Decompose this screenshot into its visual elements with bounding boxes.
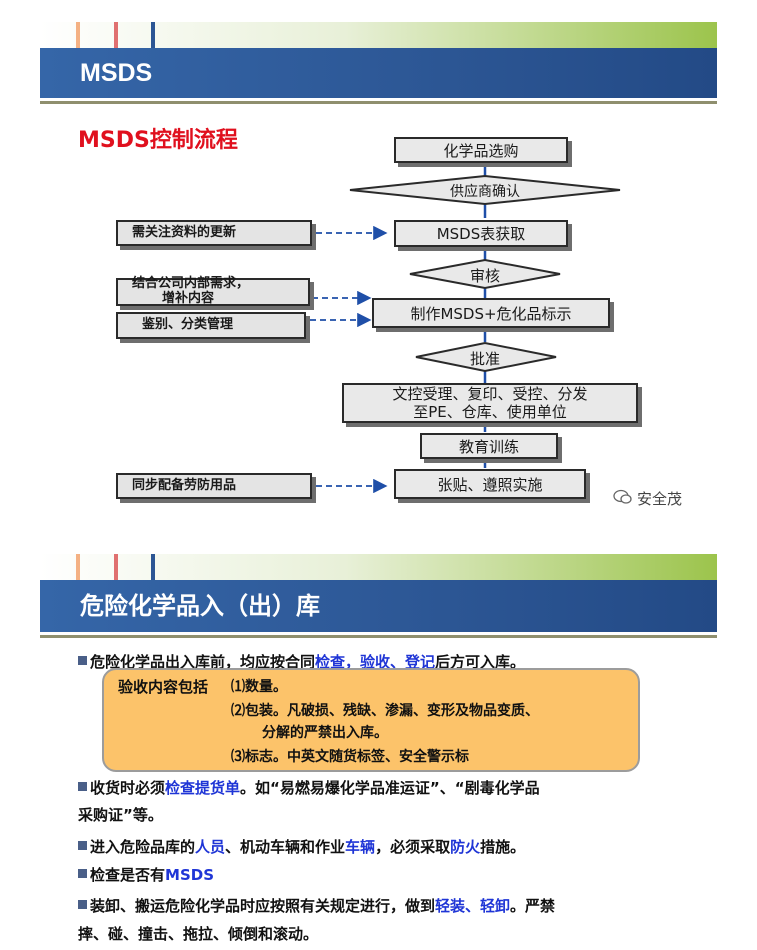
- watermark-text: 安全茂: [637, 490, 683, 508]
- bullet-square-icon: [78, 900, 87, 909]
- banner-underline: [40, 635, 717, 638]
- text: 检查是否有: [90, 866, 166, 884]
- side-note-text: 结合公司内部需求，: [132, 276, 250, 292]
- bullet-square-icon: [78, 656, 87, 665]
- flow-connectors: [310, 163, 621, 494]
- text: 。如“易燃易爆化学品准运证”、“剧毒化学品: [240, 779, 540, 797]
- section-title: MSDS控制流程: [78, 128, 238, 153]
- text: ，必须采取: [375, 838, 451, 856]
- flow-step-post-implement: 张贴、遵照实施: [394, 469, 586, 499]
- flow-step-document-control: 文控受理、复印、受控、分发 至PE、仓库、使用单位: [342, 383, 638, 423]
- decision-diamond: [415, 341, 557, 373]
- text: 后方可入库。: [435, 653, 526, 671]
- side-note-ppe: 同步配备劳防用品: [116, 473, 312, 499]
- title-banner: MSDS: [40, 48, 717, 98]
- title-banner: 危险化学品入（出）库: [40, 580, 717, 632]
- bullet-handling-cont: 摔、碰、撞击、拖拉、倾倒和滚动。: [78, 925, 319, 943]
- header-tick: [76, 554, 80, 580]
- text: 。严禁: [510, 897, 556, 915]
- side-note-internal-needs: 结合公司内部需求， 增补内容: [116, 276, 310, 306]
- highlight: 防火: [450, 838, 481, 856]
- header-tick: [114, 554, 118, 580]
- bullet-delivery-note: 收货时必须检查提货单。如“易燃易爆化学品准运证”、“剧毒化学品: [78, 776, 540, 800]
- highlight: 检查，验收、登记: [315, 653, 436, 671]
- text: 、机动车辆和作业: [225, 838, 346, 856]
- bullet-square-icon: [78, 869, 87, 878]
- flow-step-make-msds: 制作MSDS+危化品标示: [372, 298, 610, 328]
- highlight: MSDS: [165, 866, 214, 884]
- bullet-handling: 装卸、搬运危险化学品时应按照有关规定进行，做到轻装、轻卸。严禁: [78, 894, 555, 918]
- highlight: 轻装、轻卸: [435, 897, 511, 915]
- decision-diamond: [409, 258, 561, 290]
- inspection-label: 验收内容包括: [118, 678, 209, 696]
- wechat-icon: [613, 489, 633, 509]
- highlight: 检查提货单: [165, 779, 241, 797]
- slide-warehouse: 危险化学品入（出）库: [0, 540, 757, 950]
- flow-step-purchase: 化学品选购: [394, 137, 568, 163]
- text: 危险化学品出入库前，均应按合同: [90, 653, 316, 671]
- text: 进入危险品库的: [90, 838, 196, 856]
- text: 收货时必须: [90, 779, 166, 797]
- header-tick: [76, 22, 80, 48]
- side-note-text: 增补内容: [162, 291, 215, 306]
- inspection-item-quantity: ⑴数量。: [231, 679, 287, 695]
- bullet-check-msds: 检查是否有MSDS: [78, 863, 214, 887]
- header-tick: [114, 22, 118, 48]
- bullet-delivery-note-cont: 采购证”等。: [78, 806, 163, 824]
- text: 措施。: [480, 838, 526, 856]
- watermark: 安全茂: [613, 488, 682, 509]
- bullet-fire-prevention: 进入危险品库的人员、机动车辆和作业车辆，必须采取防火措施。: [78, 835, 525, 859]
- inspection-item-packaging: ⑵包装。凡破损、残缺、渗漏、变形及物品变质、: [231, 703, 539, 719]
- slide-title: MSDS: [80, 59, 153, 87]
- side-note-classification: 鉴别、分类管理: [116, 312, 306, 339]
- highlight: 人员: [195, 838, 226, 856]
- inspection-content-box: [102, 668, 640, 772]
- bullet-inbound-check: 危险化学品出入库前，均应按合同检查，验收、登记后方可入库。: [78, 650, 525, 674]
- bullet-square-icon: [78, 841, 87, 850]
- decision-diamond: [349, 174, 621, 206]
- header-accent-bar: [40, 554, 717, 580]
- slide-title: 危险化学品入（出）库: [80, 592, 320, 620]
- side-note-updates: 需关注资料的更新: [116, 220, 312, 246]
- flow-step-review: 审核: [469, 267, 500, 285]
- flow-step-text: 至PE、仓库、使用单位: [413, 403, 567, 421]
- slide-msds-flow: MSDS MSDS控制流程 化学品选: [40, 22, 717, 509]
- flow-step-msds-obtain: MSDS表获取: [394, 220, 568, 247]
- flow-step-approve: 批准: [469, 350, 500, 368]
- text: 装卸、搬运危险化学品时应按照有关规定进行，做到: [90, 897, 436, 915]
- header-tick: [151, 554, 155, 580]
- inspection-item-label: ⑶标志。中英文随货标签、安全警示标: [231, 749, 469, 765]
- highlight: 车辆: [345, 838, 376, 856]
- flow-step-training: 教育训练: [420, 433, 558, 459]
- flow-step-text: 文控受理、复印、受控、分发: [392, 385, 588, 403]
- bullet-square-icon: [78, 782, 87, 791]
- banner-underline: [40, 101, 717, 104]
- inspection-item-packaging-cont: 分解的严禁出入库。: [262, 725, 388, 741]
- header-tick: [151, 22, 155, 48]
- flow-step-supplier-confirm: 供应商确认: [450, 184, 520, 200]
